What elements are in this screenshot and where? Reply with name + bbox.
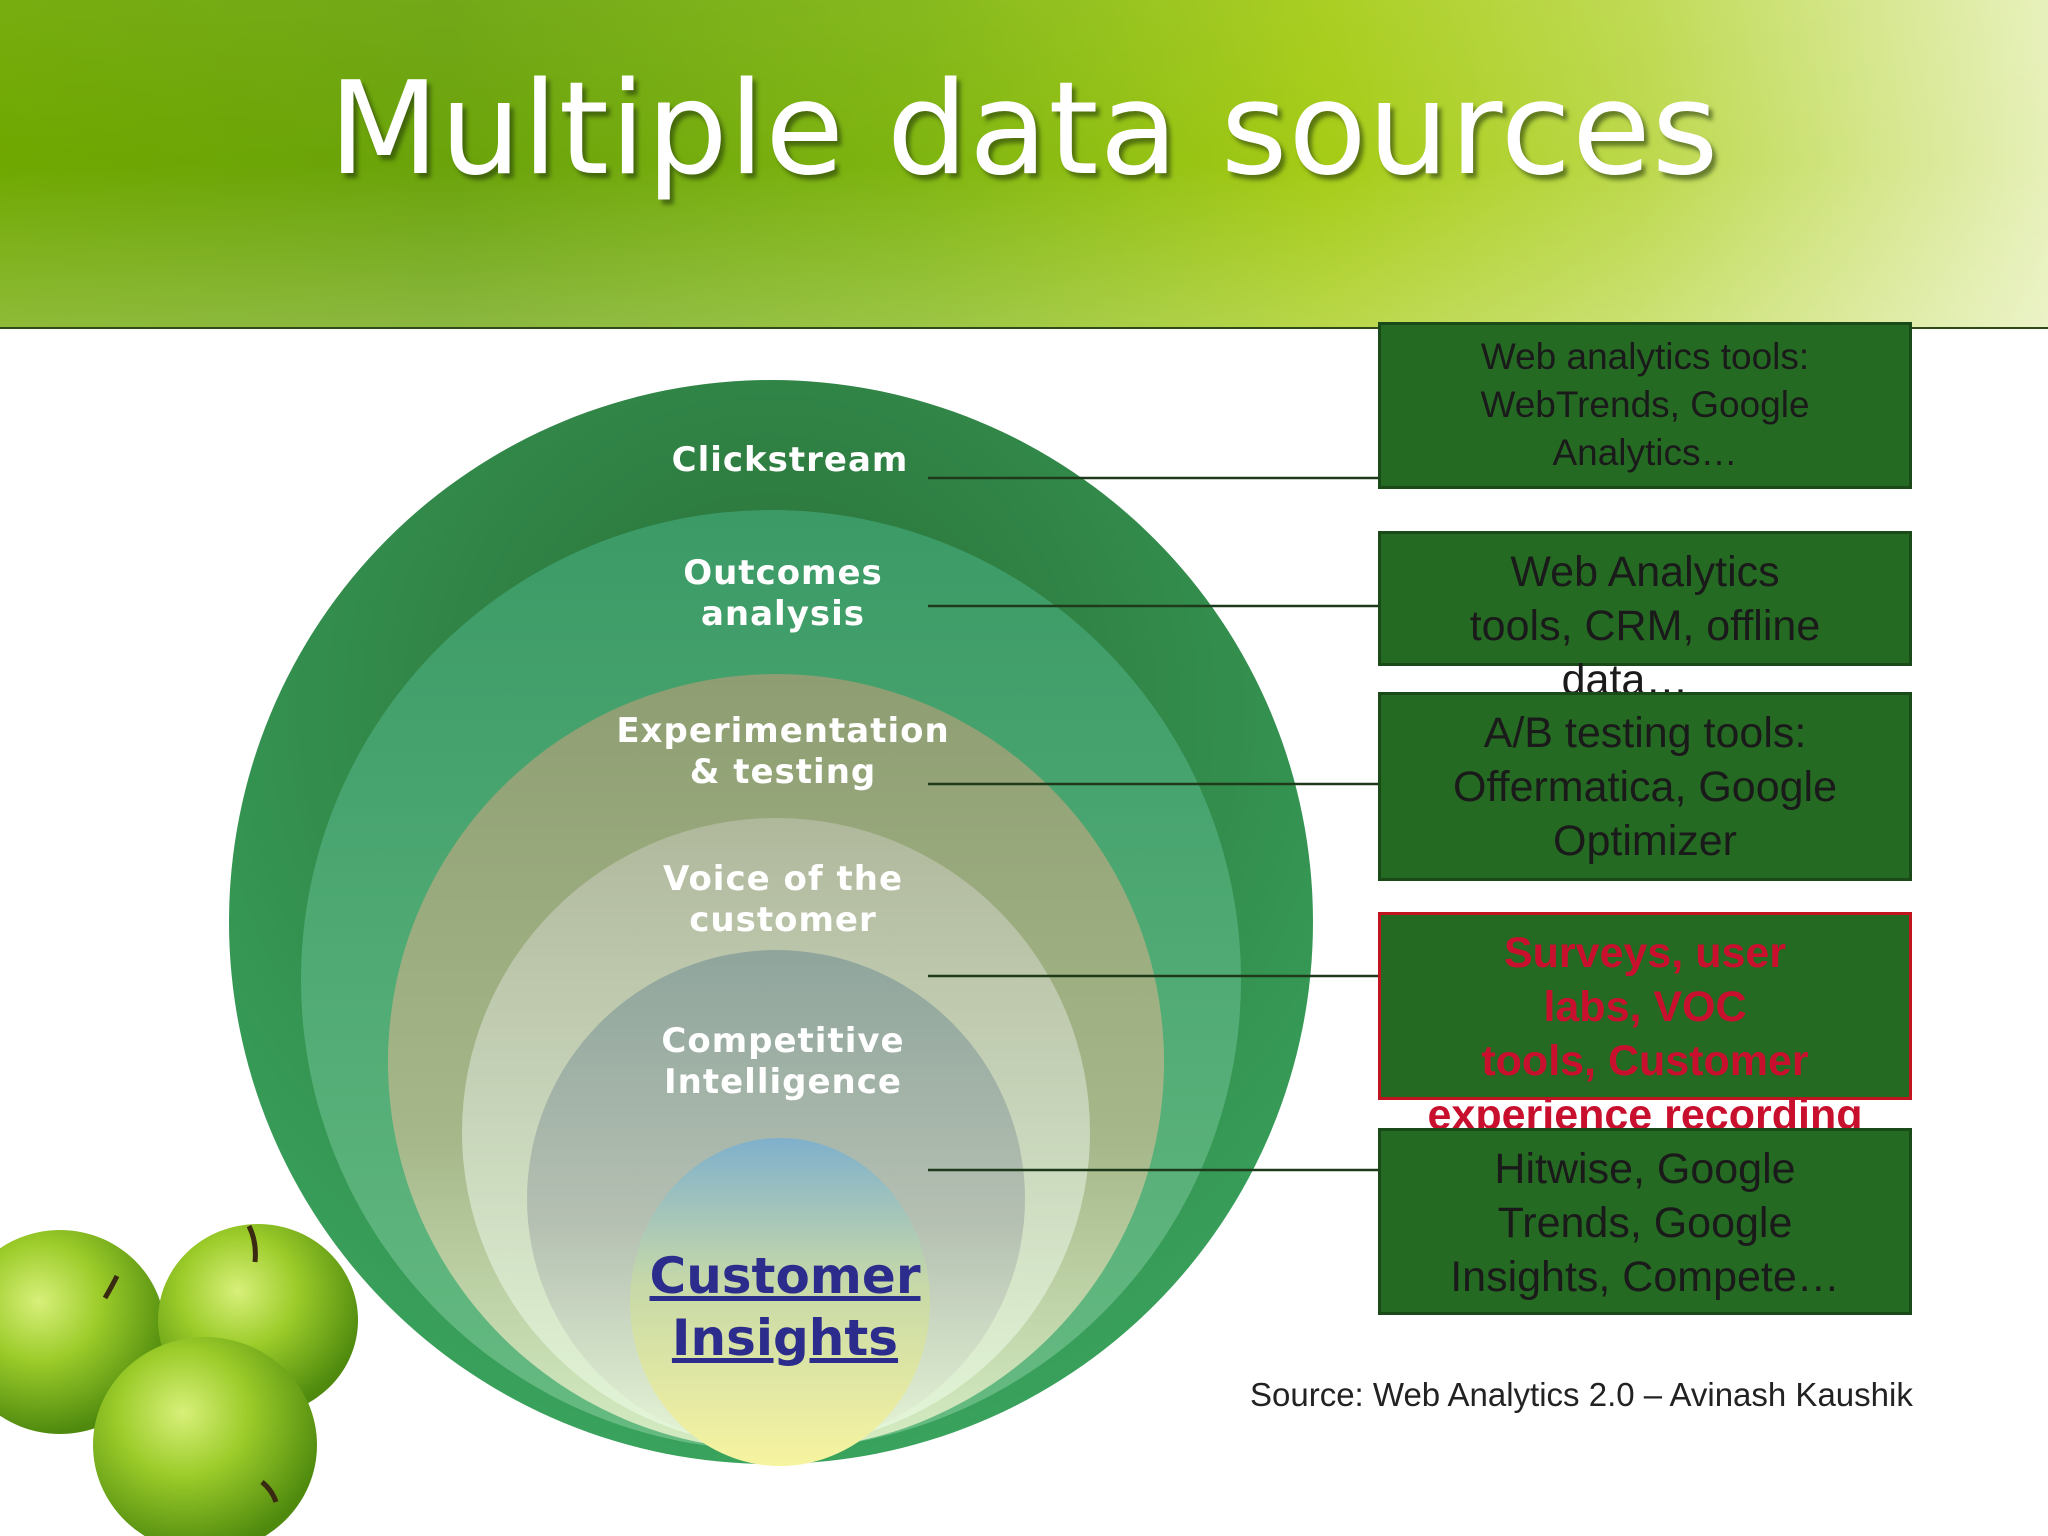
ring-label-line: Intelligence	[664, 1062, 902, 1102]
tool-box-outcomes-text: Web Analytics tools, CRM, offline data…	[1378, 545, 1912, 707]
tool-box-line: Optimizer	[1553, 817, 1737, 865]
tool-box-line: Offermatica, Google	[1453, 763, 1837, 811]
apples-image	[0, 1224, 358, 1536]
ring-label-line: Outcomes	[683, 553, 883, 593]
tool-box-line: tools, CRM, offline	[1469, 602, 1821, 650]
tool-box-web-analytics-text: Web analytics tools: WebTrends, Google A…	[1378, 333, 1912, 477]
tool-box-voice-text: Surveys, user labs, VOC tools, Customer …	[1378, 926, 1912, 1142]
ring-label-line: Competitive	[661, 1021, 905, 1061]
tool-box-line: tools, Customer	[1481, 1037, 1809, 1085]
tool-box-ab-testing	[1378, 692, 1912, 881]
tool-box-line: Trends, Google	[1497, 1199, 1793, 1247]
core-customer-insights	[630, 1138, 930, 1466]
ring-label-line: Experimentation	[616, 711, 950, 751]
tool-box-line: Web Analytics	[1510, 548, 1780, 596]
ring-label-line: & testing	[689, 752, 877, 792]
ring-label-line: Clickstream	[671, 440, 909, 480]
tool-box-line: Web analytics tools:	[1480, 336, 1810, 377]
source-citation: Source: Web Analytics 2.0 – Avinash Kaus…	[1250, 1376, 1913, 1413]
ring-label-line: Voice of the	[662, 859, 904, 899]
tool-box-line: Hitwise, Google	[1494, 1145, 1796, 1193]
ring-label-line: analysis	[700, 594, 866, 634]
ring-label-experimentation: Experimentation & testing	[583, 711, 983, 793]
tool-box-line: Surveys, user	[1503, 929, 1787, 977]
tool-box-line: labs, VOC	[1543, 983, 1747, 1031]
core-label-line: Customer	[649, 1247, 921, 1305]
tool-box-competitive	[1378, 1128, 1912, 1315]
tool-box-ab-testing-text: A/B testing tools: Offermatica, Google O…	[1378, 706, 1912, 868]
core-label-line: Insights	[671, 1309, 899, 1367]
slide-title: Multiple data sources	[328, 55, 1720, 204]
tool-box-line: Analytics…	[1552, 432, 1738, 473]
tool-box-line: A/B testing tools:	[1483, 709, 1807, 757]
tool-box-line: WebTrends, Google	[1480, 384, 1810, 425]
ring-label-clickstream: Clickstream	[590, 440, 990, 481]
header-banner	[0, 0, 2048, 327]
tool-box-outcomes	[1378, 531, 1912, 666]
tool-box-web-analytics	[1378, 322, 1912, 489]
tool-box-voice	[1378, 912, 1912, 1100]
ring-label-competitive: Competitive Intelligence	[583, 1021, 983, 1103]
core-label[interactable]: Customer Insights	[620, 1245, 950, 1369]
header-shade	[0, 0, 2048, 327]
ring-label-voice: Voice of the customer	[583, 859, 983, 941]
ring-label-line: customer	[689, 900, 877, 940]
header-divider	[0, 327, 2048, 329]
tool-box-competitive-text: Hitwise, Google Trends, Google Insights,…	[1378, 1142, 1912, 1304]
tool-box-line: Insights, Compete…	[1450, 1253, 1840, 1301]
ring-label-outcomes: Outcomes analysis	[583, 553, 983, 635]
